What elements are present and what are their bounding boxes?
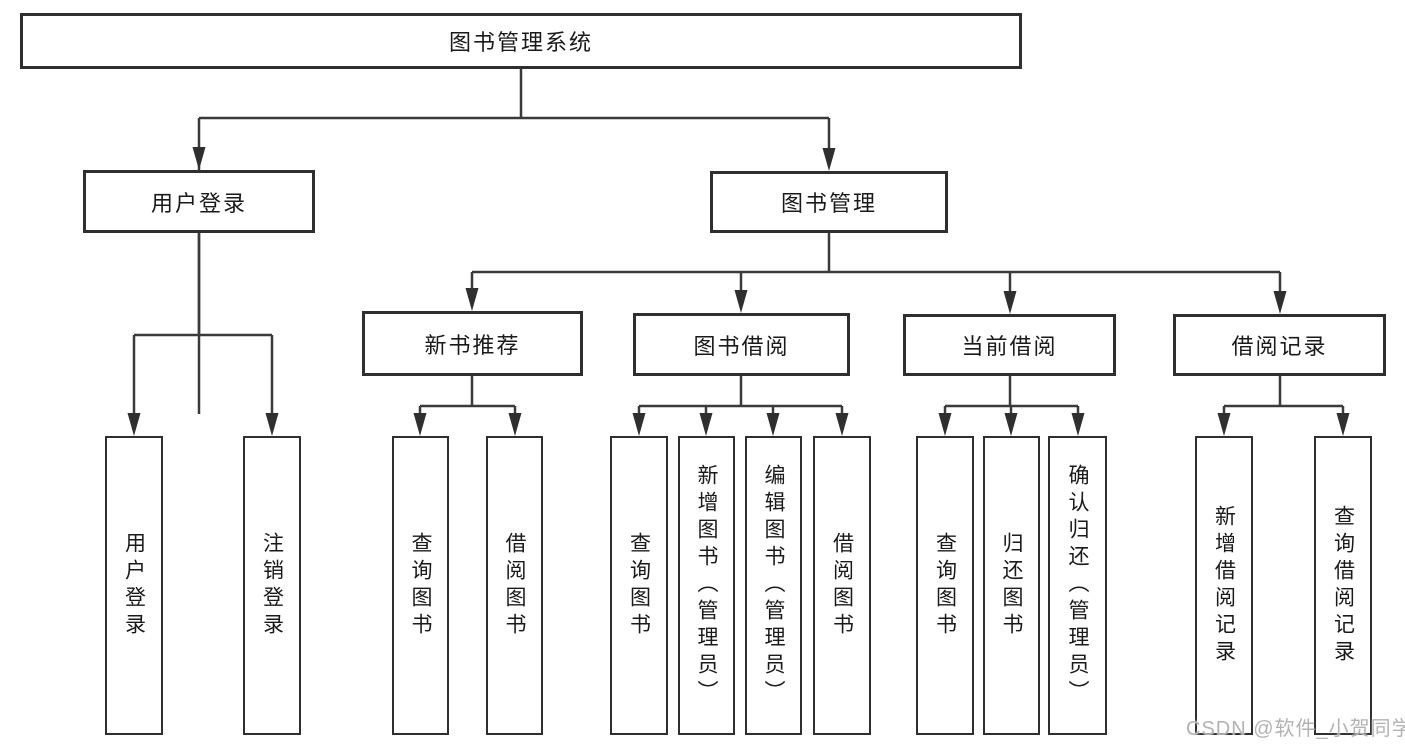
node-new-book-recommend: 新书推荐 bbox=[362, 311, 583, 376]
leaf-label: 借阅图书 bbox=[503, 531, 526, 640]
leaf-label: 编辑图书（管理员） bbox=[762, 464, 785, 707]
leaf-newbook-query-book: 查询图书 bbox=[392, 436, 449, 735]
node-book-borrow: 图书借阅 bbox=[633, 313, 850, 376]
leaf-label: 归还图书 bbox=[1000, 531, 1023, 640]
leaf-record-query-borrow-record: 查询借阅记录 bbox=[1314, 436, 1372, 735]
node-borrow-record: 借阅记录 bbox=[1173, 314, 1386, 376]
node-book-management: 图书管理 bbox=[710, 171, 948, 233]
leaf-logout: 注销登录 bbox=[243, 436, 301, 735]
leaf-label: 新增图书（管理员） bbox=[695, 464, 718, 707]
leaf-borrow-edit-book-admin: 编辑图书（管理员） bbox=[745, 436, 802, 735]
leaf-label: 查询图书 bbox=[409, 531, 432, 640]
leaf-borrow-add-book-admin: 新增图书（管理员） bbox=[678, 436, 735, 735]
node-current-borrow: 当前借阅 bbox=[903, 314, 1116, 376]
leaf-record-add-borrow-record: 新增借阅记录 bbox=[1195, 436, 1253, 735]
leaf-label: 用户登录 bbox=[122, 531, 146, 640]
leaf-current-return-book: 归还图书 bbox=[983, 436, 1040, 735]
leaf-label: 查询借阅记录 bbox=[1331, 504, 1355, 667]
leaf-user-login: 用户登录 bbox=[105, 436, 163, 735]
csdn-watermark: CSDN @软件_小贺同学 bbox=[1186, 718, 1405, 740]
node-system-root: 图书管理系统 bbox=[20, 13, 1022, 69]
leaf-current-query-book: 查询图书 bbox=[916, 436, 974, 735]
leaf-label: 查询图书 bbox=[627, 531, 651, 640]
node-user-login: 用户登录 bbox=[83, 170, 315, 233]
leaf-borrow-borrow-book: 借阅图书 bbox=[813, 436, 871, 735]
leaf-label: 注销登录 bbox=[260, 531, 284, 640]
leaf-label: 确认归还（管理员） bbox=[1066, 464, 1089, 707]
leaf-label: 查询图书 bbox=[933, 531, 957, 640]
leaf-borrow-query-book: 查询图书 bbox=[610, 436, 668, 735]
leaf-newbook-borrow-book: 借阅图书 bbox=[486, 436, 543, 735]
leaf-label: 新增借阅记录 bbox=[1212, 504, 1236, 667]
leaf-current-confirm-return-admin: 确认归还（管理员） bbox=[1048, 436, 1107, 735]
leaf-label: 借阅图书 bbox=[830, 531, 854, 640]
